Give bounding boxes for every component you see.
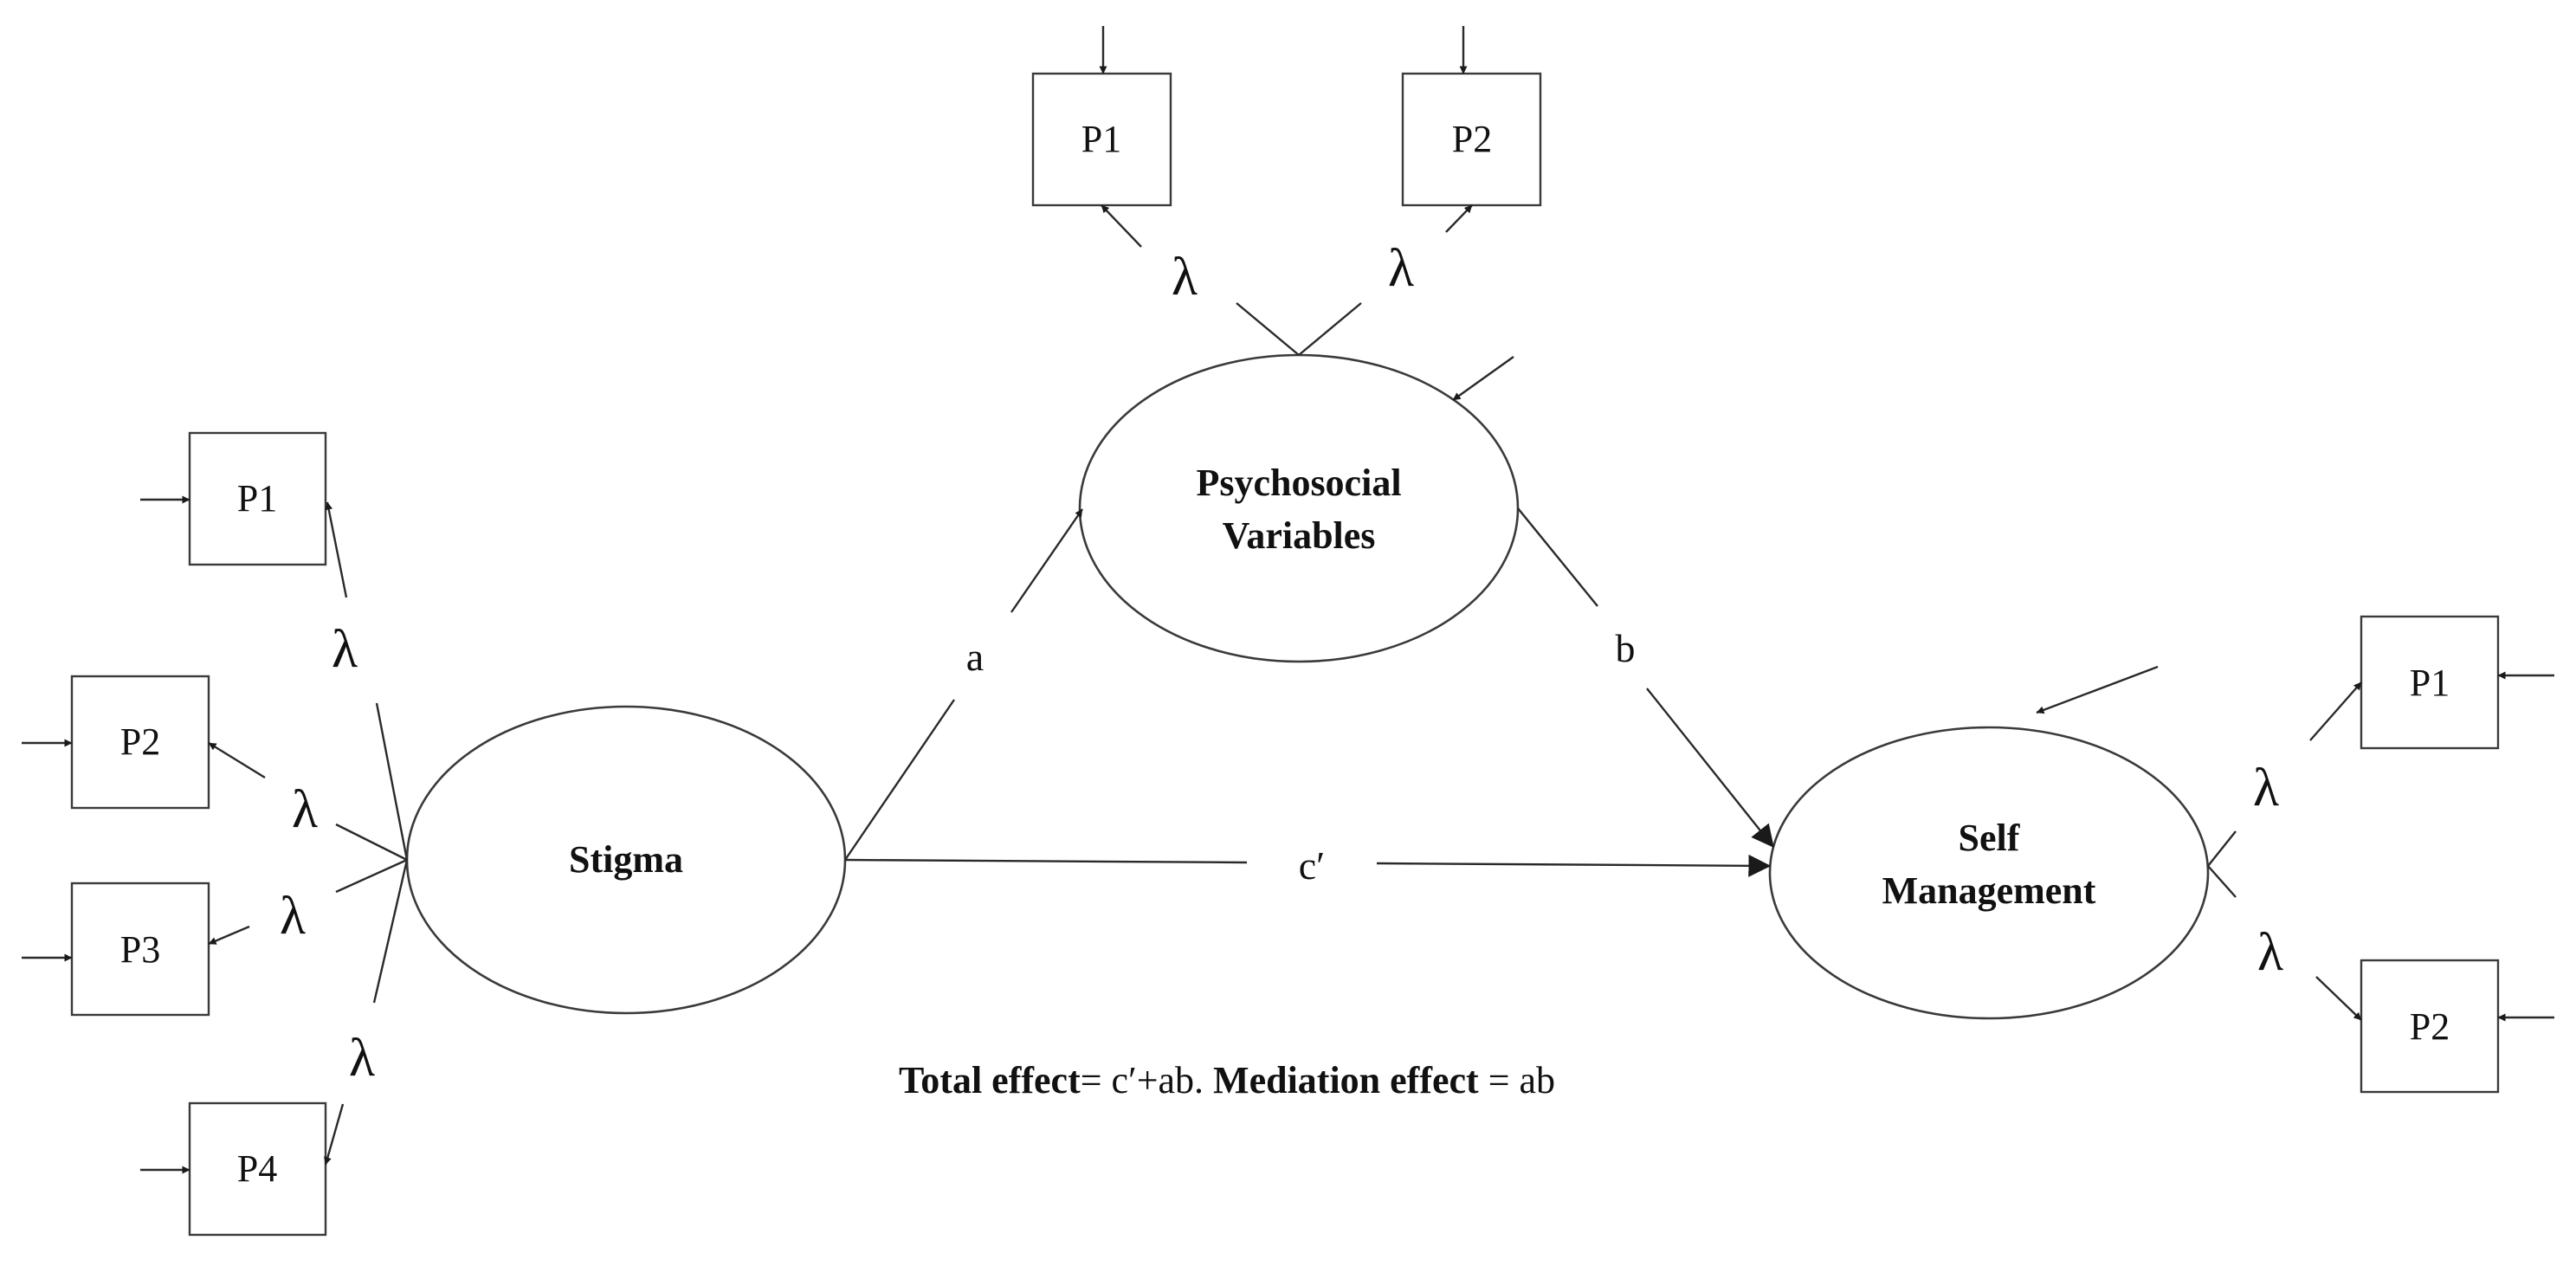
loading-arrow-self-p2 <box>2315 976 2362 1021</box>
loading-arrow-self-p1 <box>2309 681 2362 741</box>
structural-paths: a b c′ <box>844 507 1774 888</box>
stigma-node: Stigma <box>405 705 847 1015</box>
lambda-stigma-p3: λ <box>280 887 306 946</box>
stigma-indicator-p4: P4 <box>188 1101 327 1237</box>
mediation-effect-term: Mediation effect <box>1213 1059 1479 1101</box>
lambda-stigma-p4: λ <box>349 1029 375 1088</box>
self-management-indicator-p2: P2 <box>2360 959 2500 1094</box>
path-a-label: a <box>966 635 984 679</box>
loading-arrow-psych-p2 <box>1445 204 1473 233</box>
psychosocial-indicator-p1: P1 <box>1031 72 1172 207</box>
lambda-self-p2: λ <box>2257 923 2283 982</box>
indicator-label: P2 <box>1452 118 1492 160</box>
psychosocial-label-line1: Psychosocial <box>1196 462 1401 504</box>
lambda-psych-p1: λ <box>1172 248 1198 307</box>
mediation-effect-formula: = ab <box>1479 1059 1555 1101</box>
path-b-arrow <box>1646 688 1774 849</box>
stigma-indicator-p1: P1 <box>188 431 327 566</box>
lambda-labels: λ λ λ λ λ λ λ λ <box>280 239 2283 1088</box>
effects-footnote: Total effect= c′+ab. Mediation effect = … <box>899 1059 1555 1101</box>
path-a-arrow <box>1010 508 1083 613</box>
indicator-label: P1 <box>237 477 277 520</box>
path-b-label: b <box>1616 626 1636 670</box>
self-management-indicator-p1: P1 <box>2360 615 2500 750</box>
total-effect-term: Total effect <box>899 1059 1081 1101</box>
lambda-stigma-p1: λ <box>332 620 358 679</box>
indicator-label: P4 <box>237 1147 277 1190</box>
disturbance-arrow-self-management <box>2036 665 2159 714</box>
psychosocial-variables-node: Psychosocial Variables <box>1078 353 1520 663</box>
error-term-arrows <box>22 26 2554 1174</box>
lambda-self-p1: λ <box>2253 759 2279 817</box>
stigma-label: Stigma <box>569 838 683 881</box>
stigma-indicator-p2: P2 <box>70 675 210 810</box>
total-effect-formula: = c′+ab. <box>1081 1059 1213 1101</box>
loading-arrow-stigma-p1 <box>325 501 348 598</box>
loading-arrow-stigma-p3 <box>208 925 250 946</box>
indicator-label: P2 <box>2410 1005 2450 1048</box>
psychosocial-indicator-p2: P2 <box>1401 72 1542 207</box>
disturbance-arrow-psychosocial <box>1452 356 1514 401</box>
indicator-label: P3 <box>120 928 160 971</box>
indicator-label: P2 <box>120 720 160 763</box>
lambda-psych-p2: λ <box>1388 239 1414 298</box>
indicator-label: P1 <box>1081 118 1121 160</box>
loading-arrow-stigma-p2 <box>208 741 266 779</box>
indicator-label: P1 <box>2410 662 2450 704</box>
loading-arrow-psych-p1 <box>1101 204 1142 248</box>
self-management-node: Self Management <box>1768 726 2210 1020</box>
self-management-label-line2: Management <box>1882 869 2096 912</box>
stigma-indicator-p3: P3 <box>70 882 210 1017</box>
lambda-stigma-p2: λ <box>292 780 318 839</box>
loading-arrow-stigma-p4 <box>324 1103 345 1166</box>
psychosocial-label-line2: Variables <box>1223 514 1376 557</box>
path-c-prime-arrow <box>1376 854 1772 877</box>
path-c-prime-label: c′ <box>1299 843 1325 888</box>
self-management-label-line1: Self <box>1959 817 2021 859</box>
loading-arrows <box>208 204 2362 1166</box>
